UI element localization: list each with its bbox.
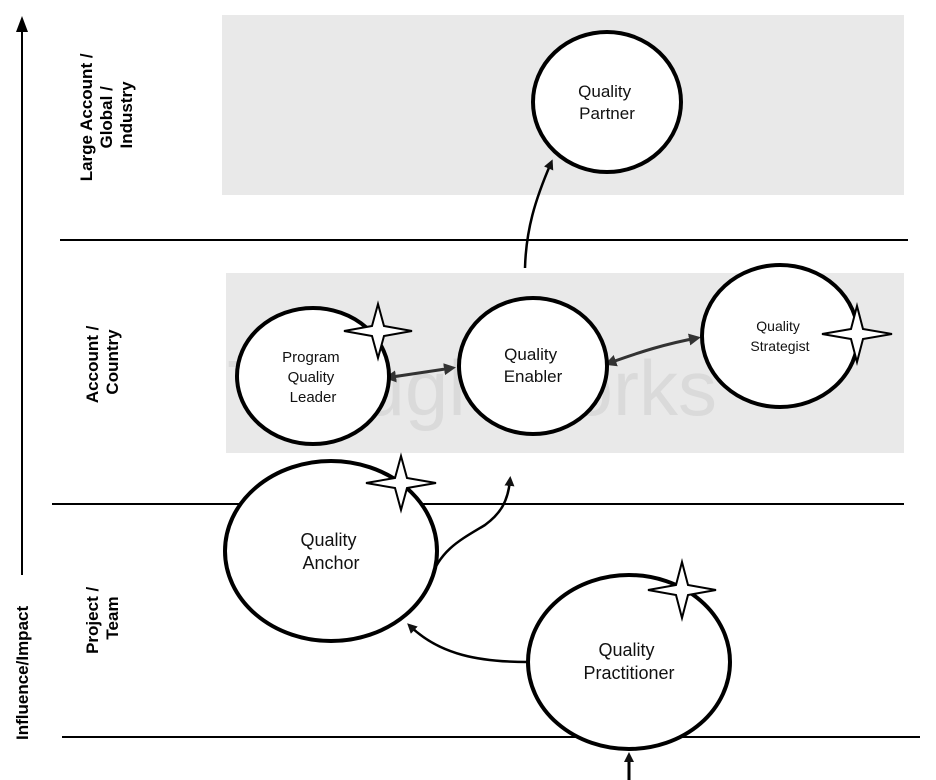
- node-program-quality-leader-label: Program Quality Leader: [282, 349, 344, 406]
- node-quality-practitioner-circle: [526, 573, 732, 751]
- node-quality-practitioner-label: Quality Practitioner: [583, 640, 674, 683]
- node-quality-partner-circle: [531, 30, 683, 174]
- node-quality-strategist-label: Quality Strategist: [750, 318, 809, 354]
- node-quality-enabler-circle: [457, 296, 609, 436]
- node-quality-anchor-label: Quality Anchor: [300, 530, 361, 573]
- band-label-project: Project / Team: [83, 582, 122, 654]
- axis-label: Influence/Impact: [13, 606, 32, 740]
- star-icon: [821, 302, 893, 366]
- connector-practitioner-to-anchor: [407, 623, 529, 664]
- node-quality-practitioner: Quality Practitioner: [526, 558, 732, 751]
- node-program-quality-leader: Program Quality Leader: [235, 300, 413, 446]
- star-icon: [647, 558, 717, 622]
- node-program-quality-leader-circle: [235, 306, 391, 446]
- connector-enabler-to-partner: [523, 159, 554, 269]
- connector-enabler-strategist: [604, 333, 701, 367]
- node-quality-enabler: Quality Enabler: [457, 296, 609, 436]
- band-label-large: Large Account / Global / Industry: [77, 49, 136, 182]
- node-quality-strategist: Quality Strategist: [700, 263, 893, 409]
- connector-anchor-to-enabler: [428, 476, 515, 581]
- node-quality-anchor-circle: [223, 459, 439, 643]
- star-icon: [365, 452, 437, 514]
- node-quality-anchor: Quality Anchor: [223, 452, 439, 643]
- influence-axis-arrowhead: [16, 16, 28, 32]
- star-icon: [343, 300, 413, 362]
- node-quality-partner: Quality Partner: [531, 30, 683, 174]
- band-label-account: Account / Country: [83, 321, 122, 403]
- node-quality-enabler-label: Quality Enabler: [504, 345, 563, 386]
- node-quality-partner-label: Quality Partner: [578, 82, 636, 123]
- connector-pql-enabler: [384, 363, 456, 383]
